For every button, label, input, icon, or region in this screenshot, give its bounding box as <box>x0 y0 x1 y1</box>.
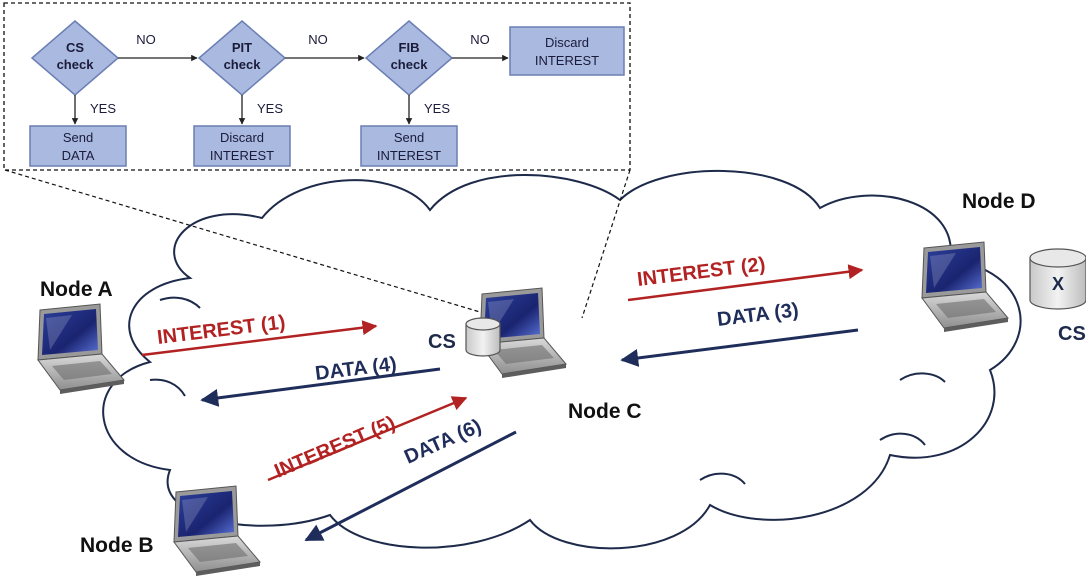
fib-no-outcome-box <box>509 26 625 76</box>
interest-2-arrow <box>627 264 864 302</box>
yes-label: YES <box>257 101 283 116</box>
node-c-cache-icon <box>465 317 501 357</box>
cs-yes-outcome-line1: Send <box>63 130 93 145</box>
cs-check-label-2: check <box>57 57 95 72</box>
data-3-arrow <box>620 328 859 367</box>
cloud-curl <box>899 372 946 383</box>
zoom-line-left <box>4 169 501 319</box>
pit-yes-outcome-line1: Discard <box>220 130 264 145</box>
pit-yes-outcome-line2: INTEREST <box>210 148 274 163</box>
fib-yes-outcome-line2: INTEREST <box>377 148 441 163</box>
node-c-label: Node C <box>568 400 642 423</box>
node-c-cache-label: CS <box>428 331 456 353</box>
node-d-cache-icon <box>1029 248 1086 310</box>
node-d-label: Node D <box>962 190 1036 213</box>
cloud-curl <box>879 432 926 446</box>
no-label: NO <box>470 32 490 47</box>
node-b-label: Node B <box>80 534 154 557</box>
no-label: NO <box>136 32 156 47</box>
fib-check-label-1: FIB <box>399 40 420 55</box>
cloud-curl <box>699 472 746 485</box>
zoom-line-right <box>581 169 631 319</box>
cs-check-label-1: CS <box>66 40 84 55</box>
node-a-laptop-icon <box>37 303 125 395</box>
data-4-arrow <box>200 367 441 407</box>
fib-yes-outcome-box <box>360 125 458 167</box>
node-d-cache-content: X <box>1052 274 1064 294</box>
interest-5-arrow <box>267 396 468 482</box>
fib-check-label-2: check <box>391 57 429 72</box>
yes-label: YES <box>90 101 116 116</box>
fib-yes-outcome-line1: Send <box>394 130 424 145</box>
node-a-label: Node A <box>40 278 113 301</box>
cloud-curl <box>159 296 201 309</box>
cloud-curl <box>149 378 186 397</box>
fib-no-outcome-line2: INTEREST <box>535 53 599 68</box>
pit-check-label-2: check <box>224 57 262 72</box>
fib-no-outcome-line1: Discard <box>545 35 589 50</box>
cs-yes-outcome-box <box>29 125 127 167</box>
no-label: NO <box>308 32 328 47</box>
yes-label: YES <box>424 101 450 116</box>
data-6-arrow <box>304 430 517 542</box>
pit-check-label-1: PIT <box>232 40 252 55</box>
cs-yes-outcome-line2: DATA <box>62 148 95 163</box>
node-d-cache-label: CS <box>1058 323 1086 345</box>
interest-1-arrow <box>141 320 378 357</box>
pit-yes-outcome-box <box>193 125 291 167</box>
